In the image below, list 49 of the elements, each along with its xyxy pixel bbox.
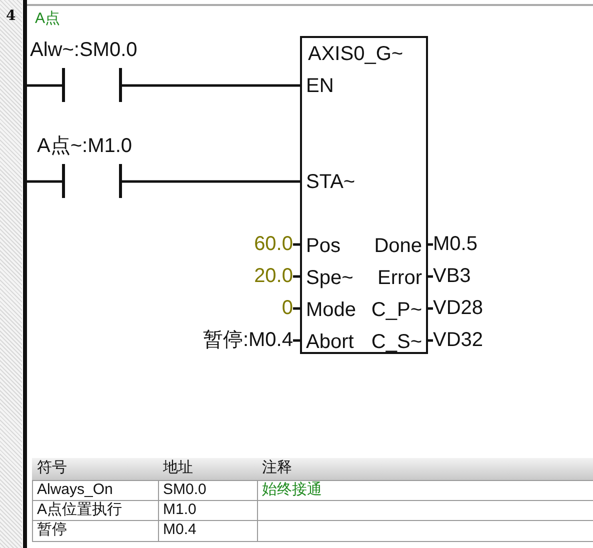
cell-text: M1.0 [163, 500, 196, 520]
pin-label: STA~ [306, 170, 356, 194]
wire [27, 84, 62, 87]
rung-number: 4 [6, 8, 16, 24]
wire [428, 243, 433, 246]
cell-text: SM0.0 [163, 480, 206, 500]
block-title: AXIS0_G~ [308, 42, 404, 66]
header-text: 注释 [262, 458, 292, 478]
pin-label: Abort [306, 330, 354, 354]
power-rail [23, 0, 27, 548]
wire [122, 180, 300, 183]
pin-label: EN [306, 74, 334, 98]
cell-text: A点位置执行 [37, 500, 122, 520]
function-block [300, 36, 428, 354]
output-address: VB3 [433, 264, 471, 288]
contact-symbol [62, 164, 122, 198]
rung-title: A点 [35, 9, 60, 28]
input-value: 暂停:M0.4 [202, 328, 293, 352]
output-address: VD28 [433, 296, 484, 320]
wire [428, 307, 433, 310]
wire [293, 275, 300, 278]
output-address: VD32 [433, 328, 484, 352]
pin-label: Error [378, 266, 422, 290]
pin-label: Pos [306, 234, 340, 258]
wire [293, 307, 300, 310]
contact-label: Alw~:SM0.0 [30, 38, 138, 62]
wire [428, 339, 433, 342]
header-text: 符号 [37, 458, 67, 478]
input-value: 0 [282, 296, 293, 320]
pin-label: Done [374, 234, 422, 258]
output-address: M0.5 [433, 232, 478, 256]
wire [122, 84, 300, 87]
cell-text: 始终接通 [262, 480, 322, 500]
pin-label: C_P~ [371, 298, 422, 322]
contact-symbol [62, 68, 122, 102]
wire [293, 339, 300, 342]
cell-text: 暂停 [37, 520, 67, 540]
input-value: 60.0 [254, 232, 293, 256]
pin-label: Spe~ [306, 266, 354, 290]
wire [27, 180, 62, 183]
pin-label: C_S~ [371, 330, 422, 354]
pin-label: Mode [306, 298, 356, 322]
cell-text: Always_On [37, 480, 113, 500]
contact-label: A点~:M1.0 [37, 134, 132, 158]
wire [428, 275, 433, 278]
wire [293, 243, 300, 246]
header-text: 地址 [163, 458, 193, 478]
cell-text: M0.4 [163, 520, 196, 540]
input-value: 20.0 [254, 264, 293, 288]
